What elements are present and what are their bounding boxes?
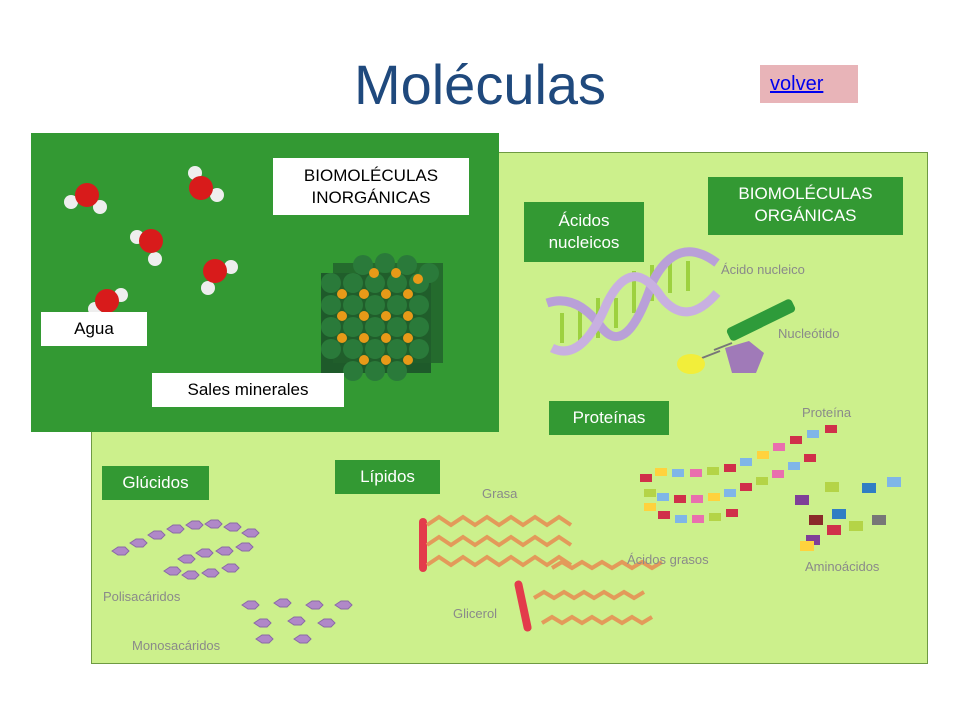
dna-helix-icon bbox=[545, 247, 721, 356]
nucleic-acid-caption: Ácido nucleico bbox=[721, 262, 805, 277]
water-molecule-icon-4 bbox=[201, 259, 238, 295]
water-label: Agua bbox=[41, 312, 147, 346]
back-link[interactable]: volver bbox=[770, 73, 824, 95]
water-molecule-icon-2 bbox=[188, 166, 224, 202]
salt-crystal-icon bbox=[321, 253, 443, 381]
polysaccharides-caption: Polisacáridos bbox=[103, 589, 181, 604]
glycerol-bar-icon-2 bbox=[514, 580, 532, 632]
lipids-label: Lípidos bbox=[335, 460, 440, 494]
water-molecule-icon-3 bbox=[130, 229, 163, 266]
monosaccharides-icon bbox=[241, 598, 353, 644]
inorganic-panel: BIOMOLÉCULAS INORGÁNICAS Agua Sales mine… bbox=[31, 133, 499, 432]
salts-label: Sales minerales bbox=[152, 373, 344, 407]
protein-chain-icon bbox=[640, 425, 837, 523]
inorganic-heading: BIOMOLÉCULAS INORGÁNICAS bbox=[273, 158, 469, 215]
glycerol-bar-icon bbox=[419, 518, 427, 572]
fat-molecule-icon bbox=[425, 514, 573, 568]
proteins-label: Proteínas bbox=[549, 401, 669, 435]
fatty-acids-icon bbox=[532, 559, 664, 626]
polysaccharide-chain-icon bbox=[111, 519, 260, 580]
inorganic-illustrations bbox=[64, 166, 443, 381]
back-button[interactable]: volver bbox=[760, 65, 858, 103]
amino-acids-caption: Aminoácidos bbox=[805, 559, 880, 574]
monosaccharides-caption: Monosacáridos bbox=[132, 638, 221, 653]
organic-heading: BIOMOLÉCULAS ORGÁNICAS bbox=[708, 177, 903, 235]
nucleotide-caption: Nucleótido bbox=[778, 326, 840, 341]
water-molecule-icon bbox=[64, 183, 107, 214]
carbohydrates-label: Glúcidos bbox=[102, 466, 209, 500]
amino-acids-icon bbox=[795, 477, 901, 551]
organic-panel: BIOMOLÉCULAS ORGÁNICAS Ácidos nucleicos … bbox=[91, 152, 928, 664]
organic-illustrations bbox=[111, 247, 901, 644]
protein-caption: Proteína bbox=[802, 405, 852, 420]
glycerol-caption: Glicerol bbox=[453, 606, 498, 621]
nucleic-acids-label: Ácidos nucleicos bbox=[524, 202, 644, 262]
fatty-acids-caption: Ácidos grasos bbox=[627, 552, 709, 567]
nucleotide-icon bbox=[677, 299, 796, 374]
page-title: Moléculas bbox=[353, 53, 607, 116]
fat-caption: Grasa bbox=[482, 486, 518, 501]
